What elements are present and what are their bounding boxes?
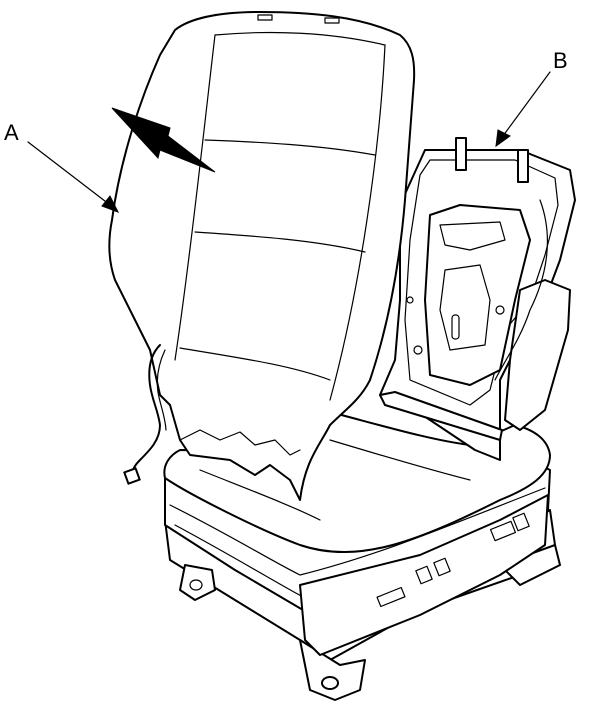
cushion-seam-3 [329, 439, 471, 481]
harness-wire-2 [156, 349, 167, 431]
left-mount-hole [189, 579, 203, 591]
cover-seam-h3 [179, 347, 331, 381]
cushion-seam-2 [174, 524, 306, 599]
seatback-frame [379, 137, 576, 461]
leader-line-a [27, 141, 115, 209]
seat-switch-2 [415, 565, 433, 585]
headrest-guide-right [517, 149, 529, 183]
leader-line-b [499, 71, 551, 141]
cover-seam-h1 [204, 139, 376, 156]
mechanism-detail-2 [439, 264, 491, 351]
leader-arrowhead-b [495, 129, 511, 148]
harness-wire [131, 344, 161, 476]
cover-seam-top [214, 31, 386, 46]
headrest-hole-right [324, 17, 340, 24]
lower-crossbar [379, 391, 503, 441]
side-bolster [504, 279, 571, 431]
removal-direction-arrow [111, 107, 216, 173]
headrest-guide-left [455, 137, 467, 171]
cushion-seam-4 [199, 469, 321, 521]
seat-switch-3 [433, 557, 451, 577]
mechanism-bolt-2 [413, 345, 423, 355]
headrest-hole-left [257, 14, 273, 21]
cushion-seam-1 [169, 487, 546, 576]
leader-arrowhead-a [101, 195, 120, 213]
seatback-cover-outline [108, 11, 416, 501]
callout-b: B [495, 48, 568, 148]
seat-switch-5 [512, 512, 530, 532]
mechanism-plate [424, 204, 531, 386]
cover-seam-h2 [194, 231, 366, 253]
harness-connector [123, 467, 141, 485]
left-wire-harness [123, 344, 167, 485]
cover-seam-left [174, 34, 216, 361]
mechanism-bolt-1 [495, 305, 505, 315]
front-mount-foot [299, 639, 366, 701]
frame-wire-harness [494, 199, 549, 381]
mechanism-slot [451, 314, 460, 340]
seatback-cover [108, 11, 416, 501]
mechanism-bolt-3 [406, 296, 414, 304]
cover-seam-right [329, 44, 386, 401]
seat-switch-1 [376, 586, 406, 608]
cover-torn-edge [179, 429, 301, 456]
mechanism-detail-1 [439, 221, 506, 251]
callout-label-b: B [553, 48, 568, 73]
seat-switch-4 [489, 520, 517, 542]
front-mount-hole [321, 676, 339, 690]
callout-label-a: A [4, 120, 19, 145]
callout-a: A [4, 120, 120, 213]
